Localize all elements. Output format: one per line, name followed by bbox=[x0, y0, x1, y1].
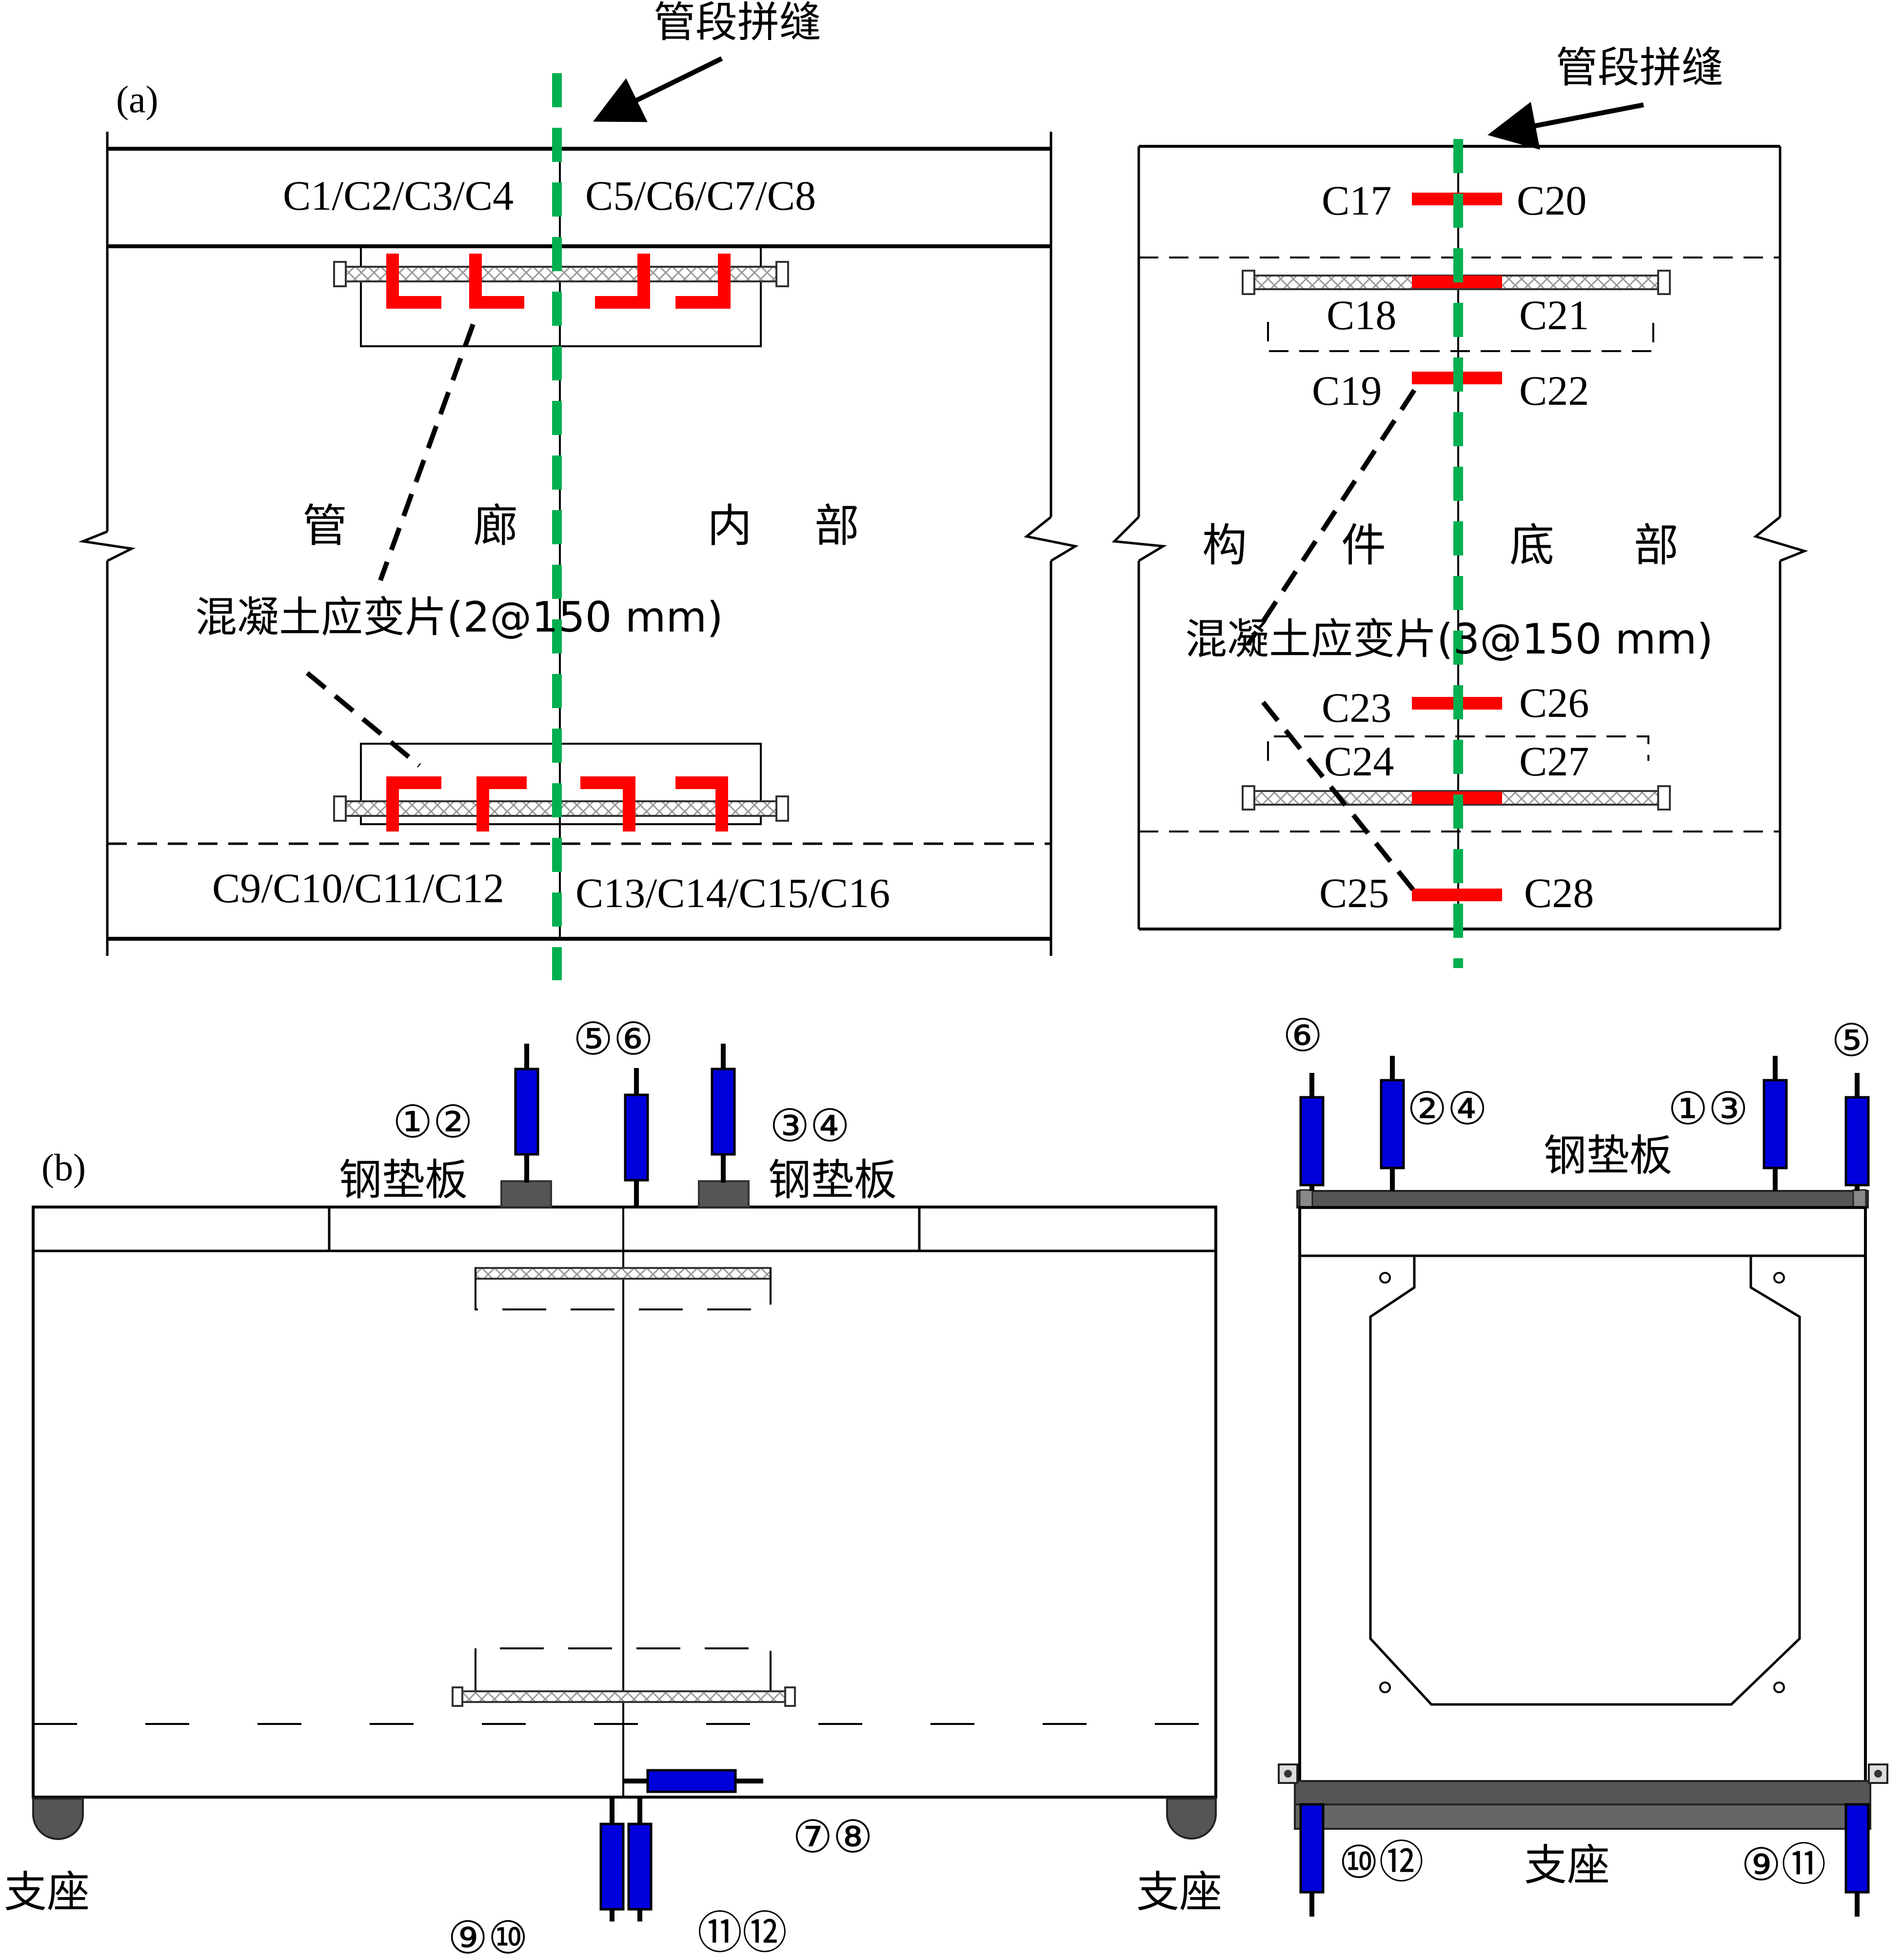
lvdt-right-911 bbox=[1844, 1803, 1870, 1917]
label-lvdt-56: ⑤⑥ bbox=[573, 1014, 654, 1064]
label-c9-c12: C9/C10/C11/C12 bbox=[212, 865, 504, 911]
joint-label-right: 管段拼缝 bbox=[1556, 43, 1724, 92]
gauge-note-left: 混凝土应变片(2@150 mm) bbox=[195, 593, 723, 642]
label-c21: C21 bbox=[1519, 292, 1589, 338]
label-lvdt-34: ③④ bbox=[770, 1101, 850, 1151]
label-right-6: ⑥ bbox=[1283, 1011, 1323, 1061]
region-char-r4: 部 bbox=[1634, 519, 1679, 572]
label-c25: C25 bbox=[1319, 870, 1389, 916]
steel-plate-right bbox=[698, 1180, 750, 1208]
label-right-support: 支座 bbox=[1524, 1840, 1610, 1890]
region-char-r3: 底 bbox=[1509, 519, 1554, 572]
panel-b-tag: (b) bbox=[41, 1146, 86, 1188]
panel-a-tag: (a) bbox=[116, 78, 158, 120]
region-char-2: 廊 bbox=[473, 500, 518, 552]
lvdt-right-13 bbox=[1763, 1056, 1788, 1191]
panel-a-right: 管段拼缝 C17 C20 C18 C21 C19 C22 C23 C26 C24… bbox=[1111, 43, 1808, 968]
panel-b-left: (b) bbox=[4, 1014, 1222, 1960]
label-c23: C23 bbox=[1322, 684, 1391, 731]
panel-b-right: ⑥ ②④ ①③ ⑤ 钢垫板 ⑩⑫ 支座 ⑨⑪ bbox=[1278, 1011, 1888, 1917]
lvdt-78 bbox=[623, 1769, 763, 1793]
label-right-24: ②④ bbox=[1407, 1084, 1487, 1134]
region-char-r1: 构 bbox=[1202, 519, 1247, 572]
label-c20: C20 bbox=[1517, 177, 1586, 224]
label-lvdt-12: ①② bbox=[393, 1097, 473, 1147]
label-support-right: 支座 bbox=[1136, 1867, 1222, 1917]
label-c26: C26 bbox=[1519, 679, 1589, 726]
lvdt-34 bbox=[711, 1044, 736, 1183]
beam-elevation bbox=[32, 1206, 1217, 1799]
label-right-13: ①③ bbox=[1668, 1084, 1748, 1134]
label-lvdt-910: ⑨⑩ bbox=[448, 1913, 528, 1960]
label-right-911: ⑨⑪ bbox=[1741, 1840, 1826, 1890]
gauge-note-right: 混凝土应变片(3@150 mm) bbox=[1185, 615, 1713, 664]
support-bottom bbox=[1294, 1780, 1871, 1805]
strain-gauges-bottom bbox=[386, 776, 728, 832]
steel-plate-left bbox=[500, 1180, 552, 1208]
label-c18: C18 bbox=[1327, 292, 1396, 338]
support-right bbox=[1166, 1798, 1217, 1840]
strain-gauges-top bbox=[386, 254, 731, 309]
lvdt-right-24 bbox=[1380, 1056, 1405, 1191]
label-c27: C27 bbox=[1519, 738, 1589, 785]
lvdt-9-10-11-12 bbox=[599, 1796, 653, 1921]
label-c22: C22 bbox=[1519, 367, 1589, 414]
lvdt-right-5 bbox=[1844, 1073, 1870, 1191]
label-c24: C24 bbox=[1324, 738, 1394, 785]
label-lvdt-78: ⑦⑧ bbox=[792, 1812, 873, 1862]
label-c13-c16: C13/C14/C15/C16 bbox=[575, 870, 890, 916]
region-char-1: 管 bbox=[302, 500, 347, 552]
lvdt-right-1012 bbox=[1299, 1803, 1325, 1917]
lvdt-right-6 bbox=[1299, 1073, 1325, 1191]
joint-label-left: 管段拼缝 bbox=[654, 0, 821, 47]
lvdt-12 bbox=[514, 1044, 539, 1183]
label-right-5: ⑤ bbox=[1831, 1016, 1871, 1066]
label-plate-right: 钢垫板 bbox=[768, 1155, 897, 1205]
label-support-left: 支座 bbox=[4, 1867, 90, 1917]
steel-plate-top bbox=[1296, 1190, 1869, 1208]
label-c28: C28 bbox=[1524, 870, 1594, 916]
label-right-1012: ⑩⑫ bbox=[1339, 1838, 1424, 1887]
label-right-plate: 钢垫板 bbox=[1544, 1130, 1672, 1181]
support-left bbox=[32, 1798, 84, 1840]
label-c1-c4: C1/C2/C3/C4 bbox=[283, 172, 514, 219]
box-section bbox=[1298, 1206, 1867, 1783]
label-plate-left: 钢垫板 bbox=[339, 1155, 468, 1205]
label-c19: C19 bbox=[1312, 367, 1382, 414]
region-char-3: 内 bbox=[707, 500, 752, 552]
label-c17: C17 bbox=[1322, 177, 1391, 224]
lvdt-56 bbox=[624, 1068, 649, 1207]
label-c5-c8: C5/C6/C7/C8 bbox=[585, 172, 816, 219]
panel-a-left: (a) bbox=[78, 0, 1079, 980]
region-char-4: 部 bbox=[814, 500, 859, 552]
label-lvdt-1112: ⑪⑫ bbox=[697, 1908, 787, 1958]
region-char-r2: 件 bbox=[1341, 519, 1386, 572]
